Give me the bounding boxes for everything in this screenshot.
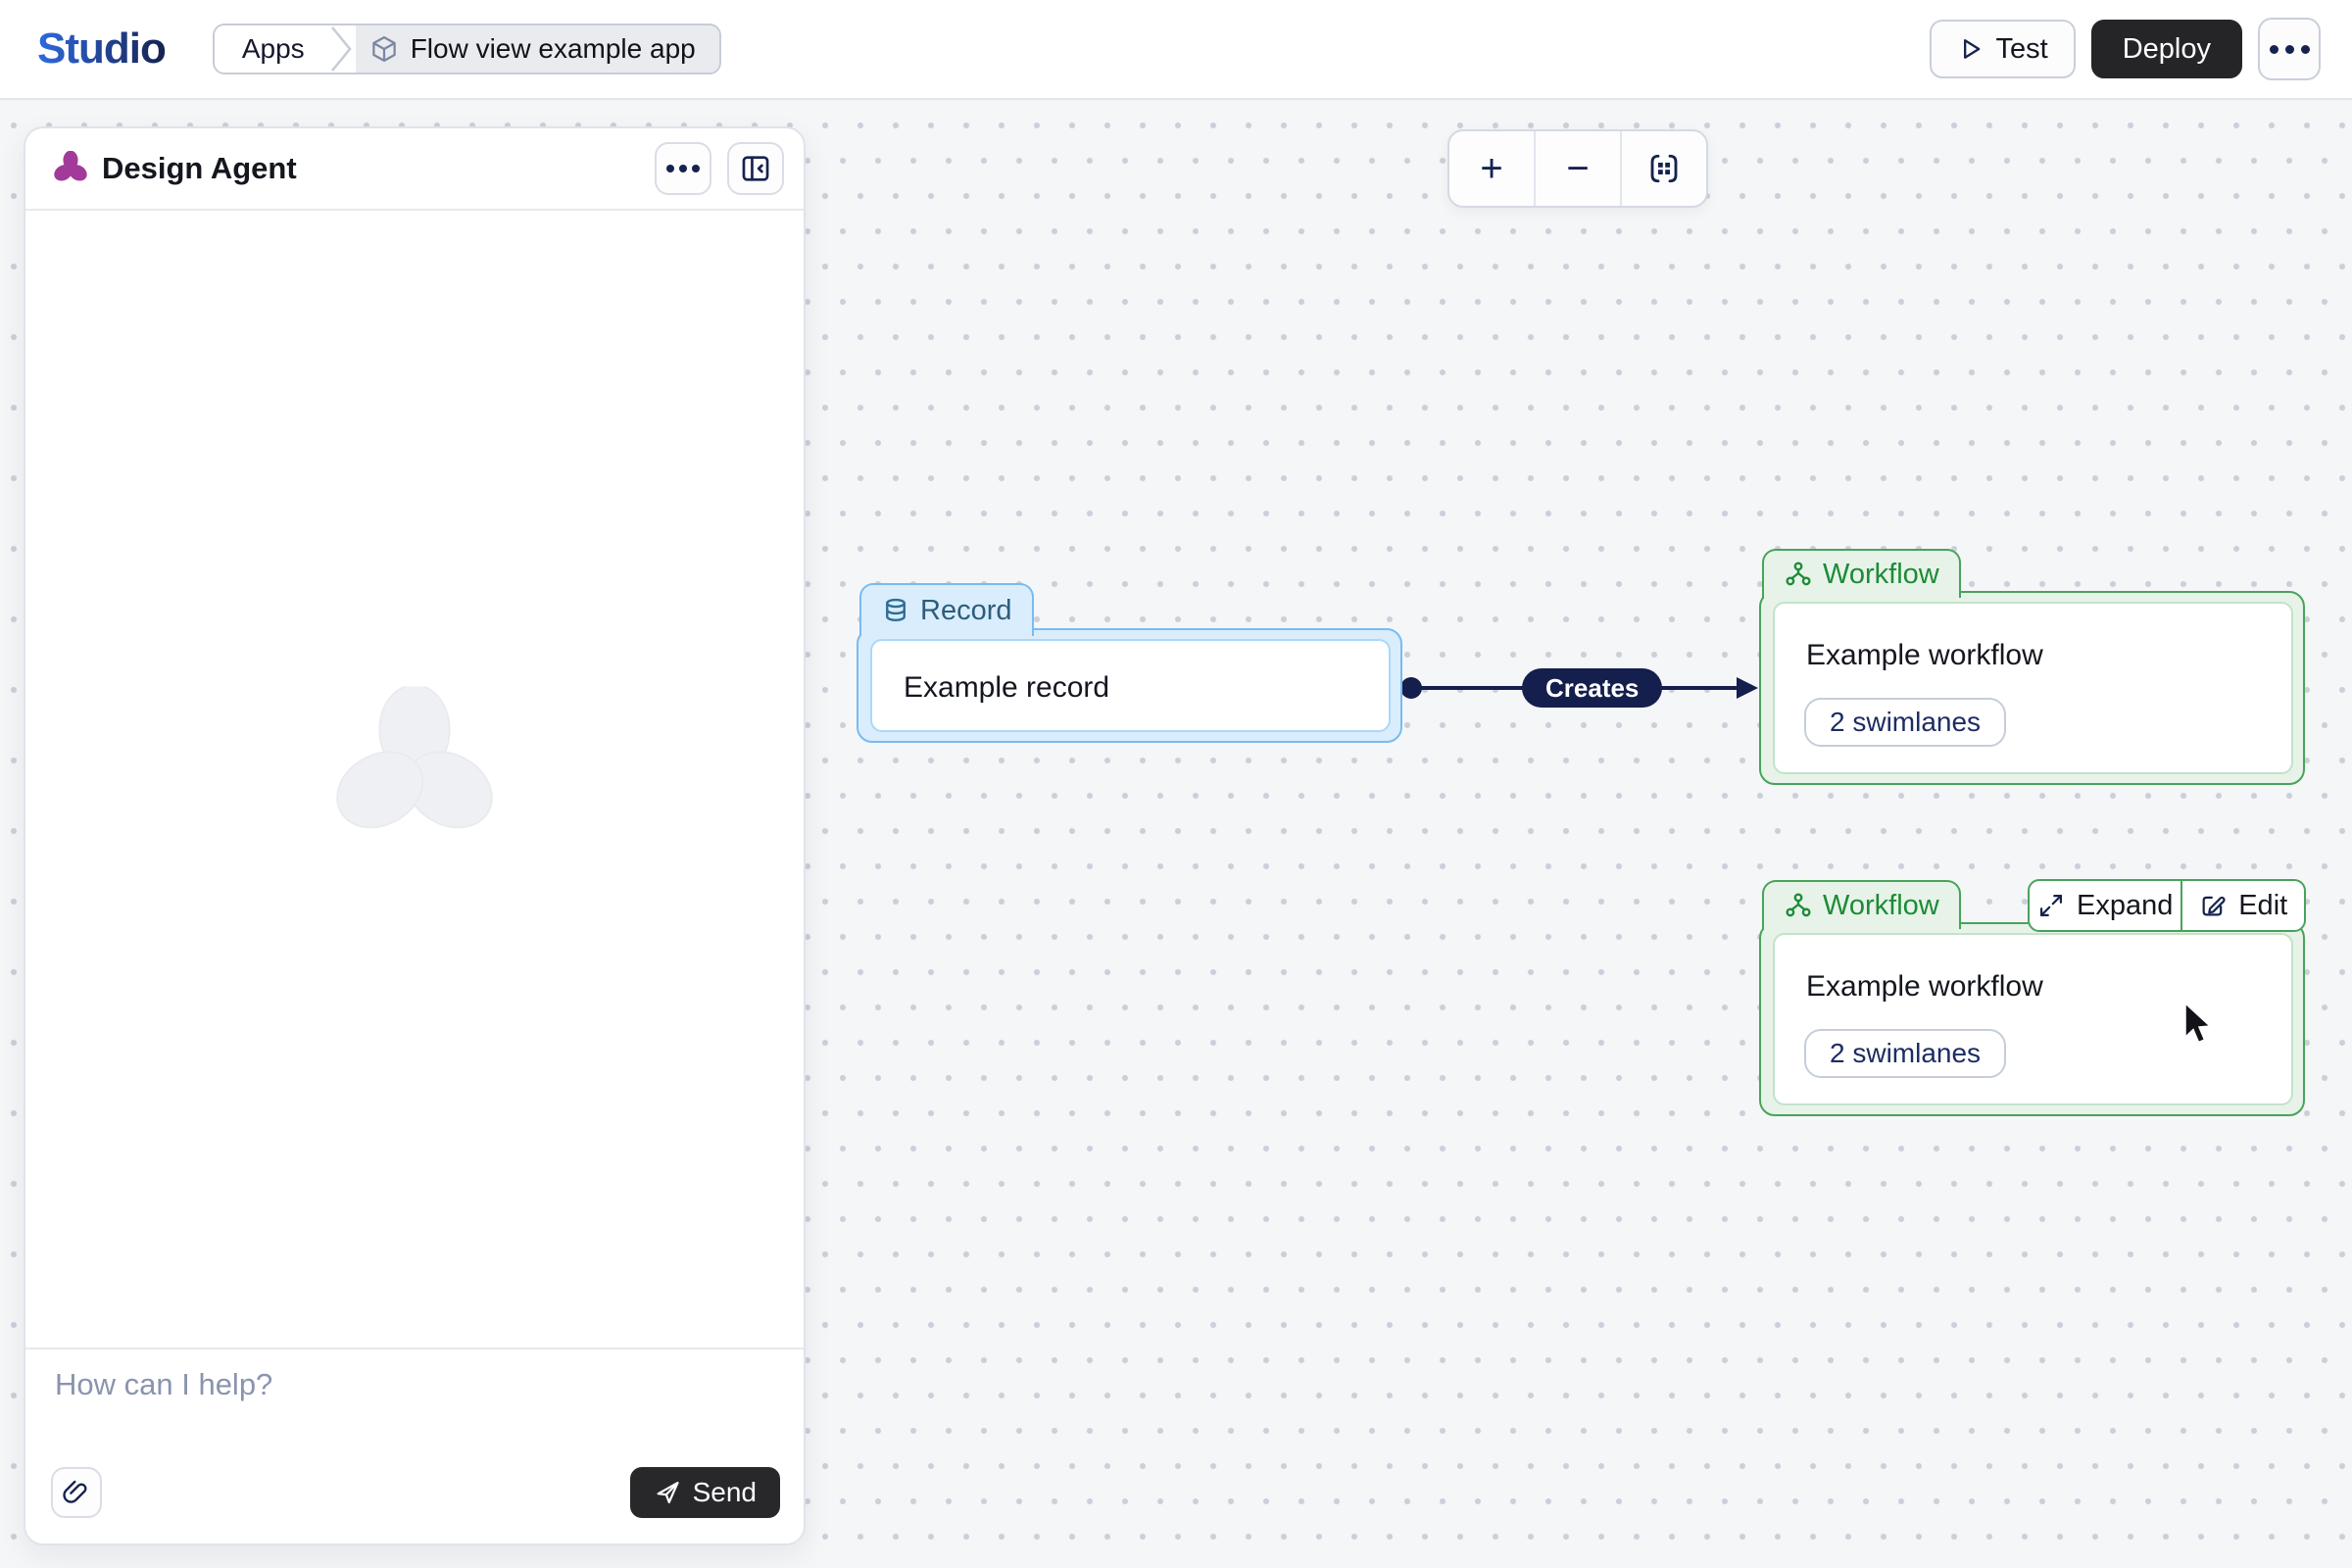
chat-input[interactable] xyxy=(55,1367,770,1455)
edge-label: Creates xyxy=(1522,668,1663,708)
swimlanes-badge: 2 swimlanes xyxy=(1804,1029,2007,1078)
test-button[interactable]: Test xyxy=(1929,20,2076,78)
workflow-node-title: Example workflow xyxy=(1806,970,2043,1003)
more-options-button[interactable] xyxy=(2258,18,2321,80)
breadcrumb-app-name: Flow view example app xyxy=(410,33,696,64)
chat-message-area xyxy=(25,211,804,1348)
node-hover-toolbar: Expand Edit xyxy=(2028,879,2306,932)
design-agent-header: Design Agent xyxy=(25,128,804,211)
workflow-node-tab: Workflow xyxy=(1762,880,1961,929)
send-button[interactable]: Send xyxy=(629,1467,780,1518)
database-icon xyxy=(881,596,910,625)
record-node-tab: Record xyxy=(859,583,1034,636)
ellipsis-icon xyxy=(666,165,674,172)
breadcrumb-apps[interactable]: Apps xyxy=(214,25,330,73)
zoom-out-button[interactable]: − xyxy=(1534,131,1620,206)
deploy-button-label: Deploy xyxy=(2122,32,2211,65)
top-bar: Studio Apps Flow view example app Test xyxy=(0,0,2352,100)
deploy-button[interactable]: Deploy xyxy=(2090,20,2242,78)
record-node-type: Record xyxy=(920,594,1012,626)
workflow-node-tab: Workflow xyxy=(1762,549,1961,598)
workflow-node-type: Workflow xyxy=(1823,558,1939,590)
zoom-in-button[interactable]: + xyxy=(1449,131,1534,206)
workflow-icon xyxy=(1784,560,1813,589)
swimlanes-badge: 2 swimlanes xyxy=(1804,698,2007,747)
expand-icon xyxy=(2037,892,2065,919)
breadcrumb-current-app[interactable]: Flow view example app xyxy=(355,25,719,73)
flow-canvas[interactable]: Design Agent xyxy=(0,100,2352,1568)
edit-node-button[interactable]: Edit xyxy=(2180,881,2304,930)
agent-watermark-icon xyxy=(331,683,498,858)
design-agent-logo-icon xyxy=(53,151,88,186)
attach-file-button[interactable] xyxy=(51,1467,102,1518)
canvas-zoom-toolbar: + − xyxy=(1447,129,1708,208)
paperclip-icon xyxy=(62,1478,91,1507)
plus-icon: + xyxy=(1480,146,1503,190)
design-agent-title: Design Agent xyxy=(102,151,297,185)
cube-icon xyxy=(369,34,399,64)
record-node-title: Example record xyxy=(904,671,1110,704)
fit-view-icon xyxy=(1646,151,1682,186)
collapse-panel-button[interactable] xyxy=(727,142,784,195)
breadcrumb-separator-icon xyxy=(329,25,356,73)
play-icon xyxy=(1957,35,1984,63)
test-button-label: Test xyxy=(1995,32,2048,65)
minus-icon: − xyxy=(1566,146,1590,190)
ellipsis-icon xyxy=(2269,44,2278,54)
workflow-node-title: Example workflow xyxy=(1806,639,2043,671)
expand-node-button[interactable]: Expand xyxy=(2030,881,2180,930)
workflow-icon xyxy=(1784,891,1813,920)
agent-more-button[interactable] xyxy=(655,142,711,195)
edit-icon xyxy=(2199,892,2227,919)
design-agent-panel: Design Agent xyxy=(24,126,806,1545)
studio-logo: Studio xyxy=(37,24,167,73)
fit-view-button[interactable] xyxy=(1620,131,1706,206)
workflow-node-type: Workflow xyxy=(1823,889,1939,921)
edit-button-label: Edit xyxy=(2238,889,2288,921)
send-button-label: Send xyxy=(692,1477,757,1507)
mouse-cursor xyxy=(2178,1000,2221,1052)
panel-collapse-icon xyxy=(739,152,772,185)
chat-input-area: Send xyxy=(25,1348,804,1544)
send-plane-icon xyxy=(654,1479,681,1506)
breadcrumb: Apps Flow view example app xyxy=(212,24,721,74)
expand-button-label: Expand xyxy=(2077,889,2174,921)
